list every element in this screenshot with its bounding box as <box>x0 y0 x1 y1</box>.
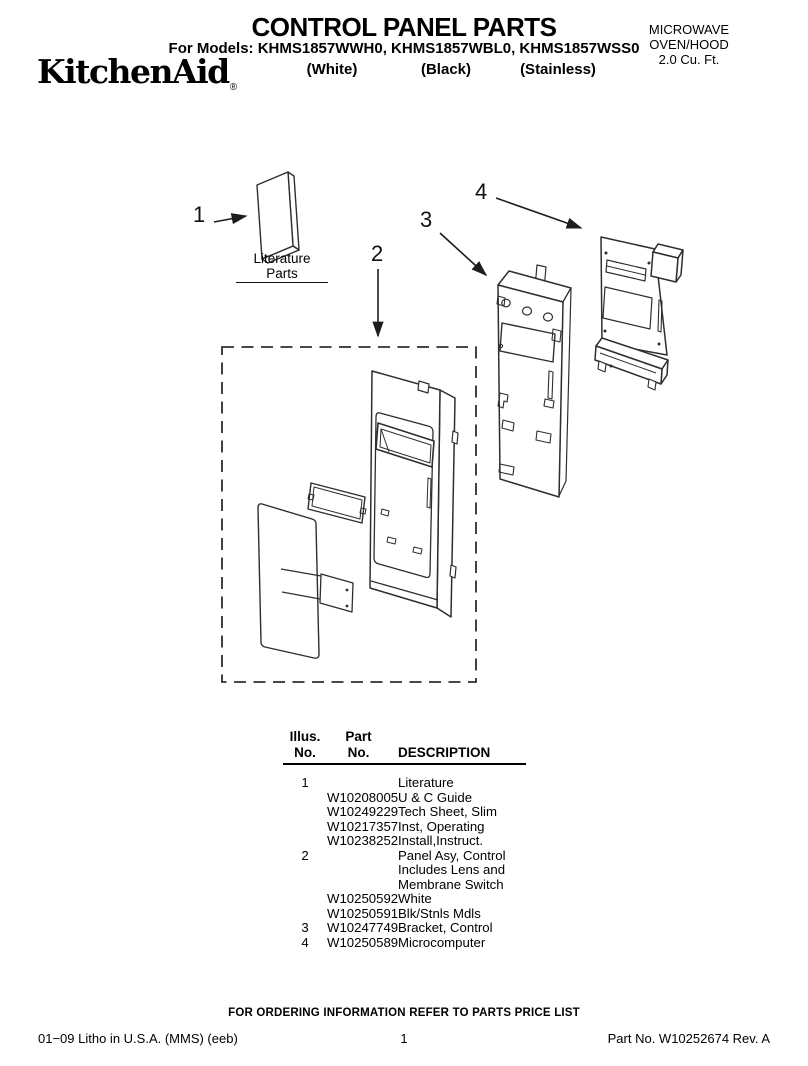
callout-3-arrow <box>439 232 488 277</box>
illus-no-header-line1: Illus. <box>289 729 321 744</box>
litho-line: 01−09 Litho in U.S.A. (MMS) (eeb) <box>38 1031 238 1046</box>
literature-book-drawing <box>256 171 300 264</box>
illus-no-cell <box>283 820 327 835</box>
literature-parts-label: Literature Parts <box>236 251 328 283</box>
description-cell: Blk/Stnls Mdls <box>398 905 481 921</box>
description-cell: White <box>398 891 432 907</box>
part-no-cell: W10208005 <box>327 789 399 805</box>
illus-no-header-line2: No. <box>294 744 316 760</box>
product-type: MICROWAVE OVEN/HOOD <box>648 22 730 52</box>
description-cell: Includes Lens and <box>398 862 506 878</box>
description-header: DESCRIPTION <box>398 744 491 760</box>
description-cell: Tech Sheet, Slim <box>398 804 497 820</box>
part-no-cell <box>327 863 390 878</box>
part-no-cell: W10238252 <box>327 833 399 849</box>
doc-part-number: Part No. W10252674 Rev. A <box>607 1031 770 1046</box>
illus-no-cell <box>283 834 327 849</box>
callout-arrows <box>213 197 583 338</box>
part-no-cell <box>327 878 390 893</box>
description-cell: Microcomputer <box>398 935 486 951</box>
page-number: 1 <box>400 1031 408 1046</box>
illus-no-cell <box>283 892 327 907</box>
callout-1-arrow <box>213 213 248 225</box>
illus-no-cell <box>283 907 327 922</box>
part-no-cell: W10249229 <box>327 804 399 820</box>
models-line: For Models: KHMS1857WWH0, KHMS1857WBL0, … <box>168 40 640 57</box>
illus-no-cell: 4 <box>301 935 309 951</box>
description-cell: Inst, Operating <box>398 818 485 834</box>
parts-table-header: Illus. Part No. No. DESCRIPTION <box>283 726 526 765</box>
illus-no-cell <box>283 791 327 806</box>
illus-no-cell <box>283 805 327 820</box>
part-no-header-line2: No. <box>347 744 370 760</box>
finish-label-white: (White) <box>306 61 358 78</box>
registered-trademark-icon: ® <box>229 82 238 93</box>
membrane-switch-sheet-drawing <box>257 503 320 659</box>
part-no-cell: W10217357 <box>327 818 399 834</box>
callout-4: 4 <box>475 179 488 204</box>
part-no-cell: W10247749 <box>327 920 399 936</box>
illus-no-cell: 3 <box>301 920 309 936</box>
lens-plate-drawing <box>307 482 367 524</box>
table-row: Membrane Switch <box>283 876 526 893</box>
table-row: Includes Lens and <box>283 863 526 878</box>
control-panel-drawing <box>369 370 459 618</box>
description-cell: Membrane Switch <box>398 876 504 892</box>
part-no-cell: W10250589 <box>327 935 399 951</box>
ordering-note: FOR ORDERING INFORMATION REFER TO PARTS … <box>228 1007 580 1019</box>
callout-4-arrow <box>495 197 583 229</box>
parts-table: Illus. Part No. No. DESCRIPTION 1 Literat… <box>283 726 526 951</box>
description-cell: Install,Instruct. <box>398 833 484 849</box>
illus-no-cell <box>283 878 327 893</box>
illus-no-cell: 2 <box>301 847 309 863</box>
callout-3: 3 <box>420 207 433 232</box>
table-row: 1 Literature <box>283 775 526 791</box>
product-info-block: MICROWAVE OVEN/HOOD 2.0 Cu. Ft. <box>608 22 770 67</box>
finish-label-black: (Black) <box>420 61 472 78</box>
description-cell: Bracket, Control <box>398 920 493 936</box>
callout-2: 2 <box>371 241 384 266</box>
panel-mounting-bracket-drawing <box>280 568 354 613</box>
illus-no-cell <box>283 863 327 878</box>
part-no-cell: W10250591 <box>327 905 399 921</box>
product-capacity: 2.0 Cu. Ft. <box>658 52 720 67</box>
description-cell: U & C Guide <box>398 789 473 805</box>
table-row: 2 Panel Asy, Control <box>283 847 526 864</box>
description-cell: Literature <box>398 775 454 790</box>
page-title: CONTROL PANEL PARTS <box>251 12 557 42</box>
illus-no-cell: 1 <box>301 775 309 790</box>
panel-assembly-dashed-box <box>221 346 477 683</box>
brand-logo: KitchenAid® <box>37 52 238 93</box>
callout-1: 1 <box>193 202 206 227</box>
part-no-header-line1: Part <box>345 729 372 744</box>
control-bracket-drawing <box>496 264 572 498</box>
part-no-cell: W10250592 <box>327 891 399 907</box>
finish-label-stainless: (Stainless) <box>520 61 596 78</box>
description-cell: Panel Asy, Control <box>398 847 506 863</box>
part-no-cell <box>327 776 390 791</box>
part-no-cell <box>327 849 390 864</box>
microcomputer-drawing <box>594 236 684 391</box>
